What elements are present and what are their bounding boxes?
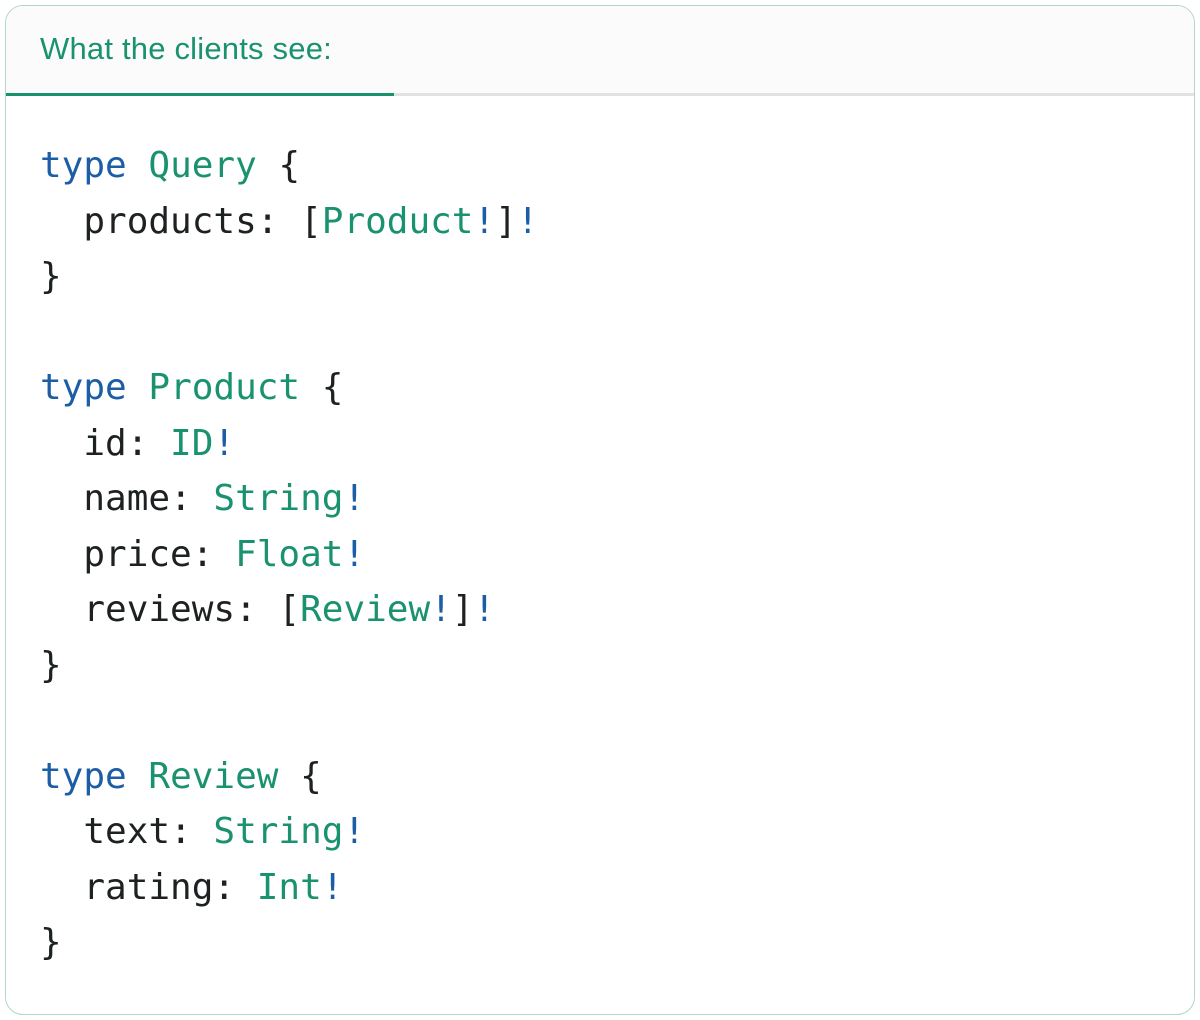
code-token-bang: ! [430,589,452,630]
code-line: } [40,915,1164,971]
code-line: } [40,249,1164,305]
code-token-ty: ID [170,422,214,464]
code-token-pl: name: [40,478,214,519]
code-line [40,305,1164,361]
code-token-bang: ! [343,811,366,852]
client-schema-panel: What the clients see: type Query { produ… [5,5,1195,1015]
code-token-ty: String [213,811,344,852]
code-token-ty: Float [235,533,344,575]
code-line [40,693,1164,749]
panel-header: What the clients see: [6,6,1194,96]
code-token-ty: Query [148,145,257,186]
code-token-pl [127,145,149,186]
panel-title: What the clients see: [40,31,332,66]
code-token-pl: id: [40,422,171,464]
code-token-ty: String [213,478,344,519]
code-line: type Query { [40,138,1164,194]
code-line: id: ID! [40,416,1164,472]
code-token-pl [127,756,149,797]
code-line: } [40,638,1164,694]
code-token-pl: } [40,922,62,963]
code-line: type Product { [40,360,1164,416]
code-token-pl: } [40,256,62,297]
code-token-pl: price: [40,533,236,575]
code-token-pl: rating: [40,866,257,908]
header-divider-accent [6,93,394,96]
code-token-bang: ! [473,589,496,630]
code-token-bang: ! [213,422,236,464]
code-token-pl: ] [495,200,517,242]
code-line: price: Float! [40,527,1164,583]
code-token-pl: { [256,145,301,186]
code-token-ty: Product [148,367,301,408]
code-token-bang: ! [473,200,496,242]
header-divider [6,93,1194,96]
code-line: reviews: [Review!]! [40,582,1164,638]
code-token-bang: ! [343,533,366,575]
code-line: name: String! [40,471,1164,527]
code-token-pl [127,367,149,408]
code-line: rating: Int! [40,860,1164,916]
code-token-pl: { [300,367,344,408]
code-token-kw: type [40,755,127,797]
code-token-pl: { [278,755,322,797]
code-token-kw: type [40,145,127,186]
code-block: type Query { products: [Product!]!} type… [6,96,1194,1001]
code-token-pl: text: [40,811,214,852]
code-token-bang: ! [321,866,344,908]
code-token-pl: } [40,644,62,686]
code-token-ty: Review [300,589,431,630]
code-token-pl: reviews: [ [40,589,301,630]
code-line: text: String! [40,804,1164,860]
code-token-pl: ] [451,589,474,630]
code-token-kw: type [40,367,127,408]
code-line: products: [Product!]! [40,194,1164,250]
code-line: type Review { [40,749,1164,805]
code-token-bang: ! [516,200,539,242]
code-token-ty: Review [148,755,279,797]
code-token-bang: ! [343,478,366,519]
code-token-ty: Product [321,200,474,242]
code-token-pl: products: [ [40,200,322,242]
code-token-ty: Int [256,866,322,908]
